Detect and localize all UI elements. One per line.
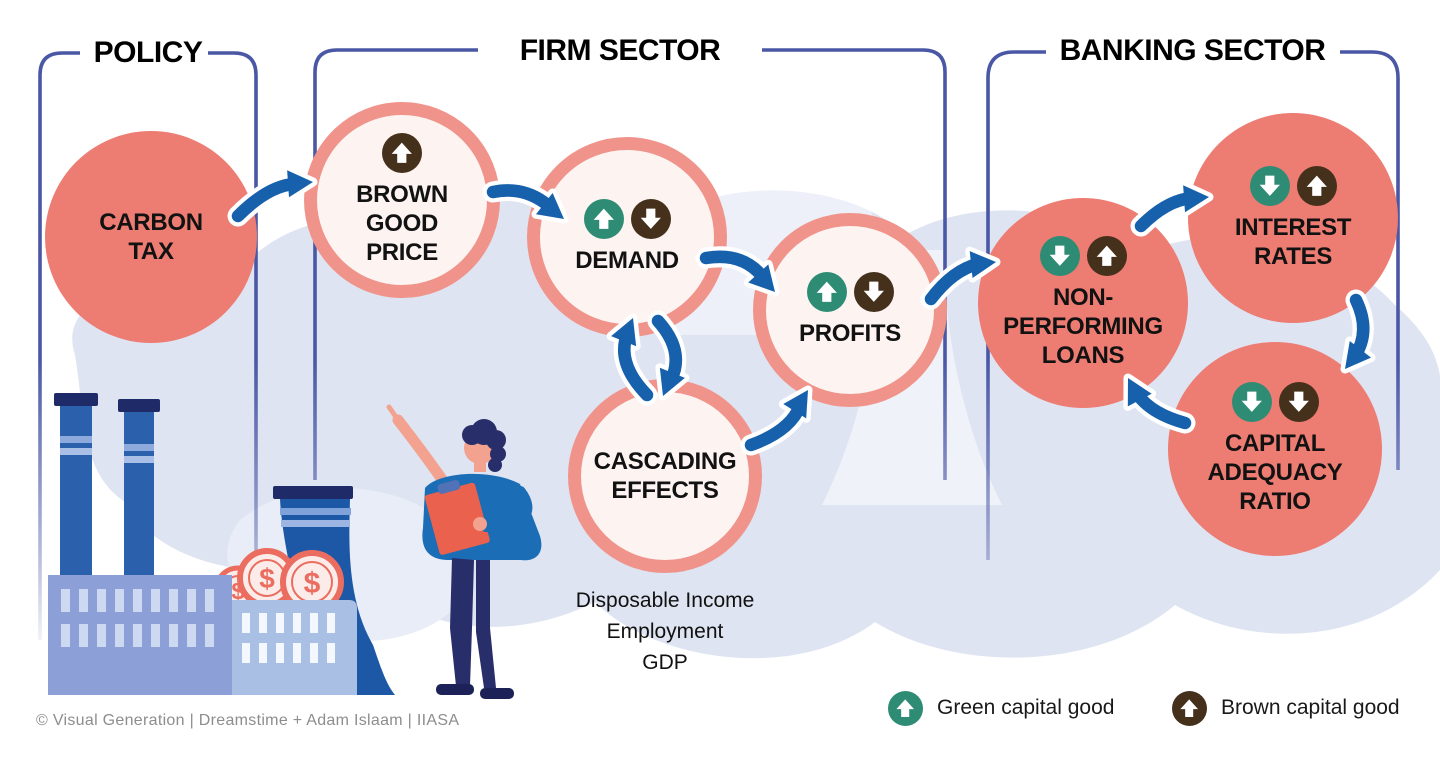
node-label-line: ADEQUACY [1207, 459, 1343, 486]
brown-up-arrow-badge [382, 133, 422, 173]
node-profits: PROFITS [753, 213, 947, 407]
node-label-line: EFFECTS [611, 477, 719, 504]
note-line: GDP [642, 651, 688, 674]
node-label-line: BROWN [356, 181, 448, 208]
inspector-person [386, 404, 542, 699]
svg-text:$: $ [259, 563, 275, 594]
node-label-line: GOOD [365, 210, 439, 237]
node-demand: DEMAND [527, 137, 727, 337]
brown-down-arrow-badge [630, 199, 671, 239]
note-line: Employment [606, 620, 724, 643]
dollar-coin-icons: $ $ $ [213, 548, 344, 615]
cascading-effects-note: Disposable Income Employment GDP [535, 585, 795, 678]
credit-line: © Visual Generation | Dreamstime + Adam … [36, 712, 460, 729]
legend-label: Brown capital good [1221, 696, 1400, 719]
node-label-line: NON- [1052, 284, 1114, 311]
green-up-arrow-badge [888, 690, 923, 726]
clipboard-icon [424, 479, 490, 555]
note-line: Disposable Income [575, 589, 755, 612]
green-up-arrow-badge [583, 199, 624, 239]
node-label-line: PRICE [366, 239, 438, 266]
green-down-arrow-badge [1231, 382, 1272, 422]
node-label-line: RATES [1253, 242, 1333, 270]
section-title-policy: POLICY [93, 36, 203, 69]
section-title-firm-sector: FIRM SECTOR [519, 34, 721, 67]
node-label-line: LOANS [1041, 342, 1125, 369]
node-label-line: PERFORMING [1003, 313, 1163, 340]
brown-up-arrow-badge [1172, 690, 1207, 726]
brown-up-arrow-badge [1086, 236, 1127, 276]
green-down-arrow-badge [1039, 236, 1080, 276]
green-up-arrow-badge [806, 272, 847, 312]
node-label-line: CAPITAL [1224, 430, 1326, 457]
legend-label: Green capital good [937, 696, 1115, 719]
node-label-line: TAX [128, 238, 174, 265]
node-label-line: RATIO [1239, 488, 1311, 515]
node-label-line: PROFITS [799, 320, 901, 347]
green-down-arrow-badge [1249, 165, 1290, 206]
node-label-line: CARBON [99, 209, 203, 236]
svg-text:$: $ [231, 578, 245, 605]
brown-down-arrow-badge [1278, 382, 1319, 422]
factory-building-2 [232, 600, 357, 695]
blob-light-patch [227, 487, 471, 642]
legend-green-capital-good: Green capital good [888, 688, 1114, 728]
brown-up-arrow-badge [1296, 165, 1337, 206]
section-title-banking-sector: BANKING SECTOR [1059, 34, 1326, 67]
legend-brown-capital-good: Brown capital good [1172, 688, 1400, 728]
factory-illustration: $ $ $ [48, 393, 542, 699]
node-label-line: CASCADING [593, 448, 737, 475]
brown-down-arrow-badge [853, 272, 894, 312]
svg-text:$: $ [304, 567, 321, 600]
factory-building-1 [48, 575, 232, 695]
cooling-tower-icon [273, 486, 395, 695]
node-label-line: INTEREST [1234, 213, 1352, 241]
node-label-line: DEMAND [575, 247, 679, 274]
smokestack-icons [54, 393, 160, 579]
